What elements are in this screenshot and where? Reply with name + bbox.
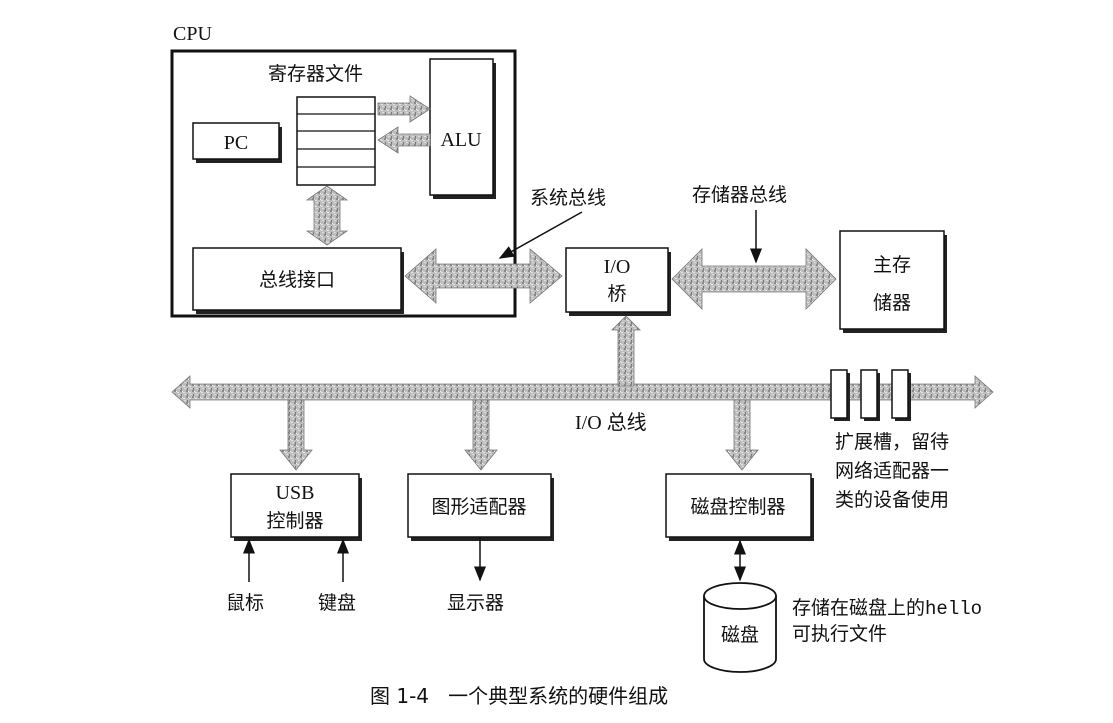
system-bus-pointer xyxy=(498,211,583,259)
pc-label: PC xyxy=(224,132,248,154)
main-memory-label-line1: 主存 xyxy=(873,254,911,276)
expansion-note-line3: 类的设备使用 xyxy=(835,489,949,511)
disk-controller: 磁盘控制器 xyxy=(665,473,814,541)
alu: ALU xyxy=(429,58,496,199)
display-label: 显示器 xyxy=(447,592,504,614)
alu-label: ALU xyxy=(440,129,482,151)
pc-register: PC xyxy=(192,122,282,163)
io-bus[interactable] xyxy=(171,375,994,409)
graphics-adapter-label: 图形适配器 xyxy=(431,496,526,518)
system-bus[interactable] xyxy=(404,248,563,304)
io-bus-to-usb-arrow xyxy=(279,399,313,471)
usb-controller: USB 控制器 xyxy=(230,473,362,541)
usb-controller-label-line1: USB xyxy=(276,482,315,504)
disk-label: 磁盘 xyxy=(721,624,759,646)
regfile-bus-interface-arrow xyxy=(305,185,349,246)
graphics-adapter: 图形适配器 xyxy=(407,473,554,541)
expansion-note-line2: 网络适配器一 xyxy=(835,460,949,482)
memory-bus[interactable] xyxy=(671,248,837,310)
main-memory-label-line2: 储器 xyxy=(873,292,911,314)
disk-note-code: hello xyxy=(925,598,982,620)
io-bus-to-disk-controller-arrow xyxy=(725,399,759,471)
expansion-note-line1: 扩展槽，留待 xyxy=(835,431,949,453)
register-file xyxy=(296,96,376,186)
keyboard-label: 键盘 xyxy=(318,592,356,614)
disk-note-line1: 存储在磁盘上的hello xyxy=(792,597,982,620)
main-memory: 主存 储器 xyxy=(839,230,947,333)
expansion-slots xyxy=(830,369,911,421)
disk-controller-label: 磁盘控制器 xyxy=(690,496,785,518)
usb-controller-label-line2: 控制器 xyxy=(266,510,323,532)
register-file-label: 寄存器文件 xyxy=(268,63,363,85)
regfile-to-alu-arrow xyxy=(377,95,431,123)
mouse-label: 鼠标 xyxy=(226,592,264,614)
disk-icon: 磁盘 xyxy=(703,582,777,673)
io-bridge: I/O 桥 xyxy=(565,247,671,316)
disk-note-line2: 可执行文件 xyxy=(792,623,887,645)
bus-interface: 总线接口 xyxy=(192,247,404,314)
io-bus-to-graphics-arrow xyxy=(464,399,498,471)
io-bus-label: I/O 总线 xyxy=(575,411,647,434)
memory-bus-label: 存储器总线 xyxy=(692,184,787,206)
system-bus-label: 系统总线 xyxy=(530,187,606,209)
io-bridge-to-io-bus-arrow xyxy=(611,315,641,387)
io-bridge-label-line2: 桥 xyxy=(607,283,626,305)
figure-caption: 图 1-4 一个典型系统的硬件组成 xyxy=(370,684,668,708)
cpu-chip xyxy=(170,49,517,318)
bus-interface-label: 总线接口 xyxy=(259,269,335,291)
disk-note-prefix: 存储在磁盘上的 xyxy=(792,597,925,619)
io-bridge-label-line1: I/O xyxy=(604,256,631,278)
cpu-label: CPU xyxy=(173,23,212,45)
alu-to-regfile-arrow xyxy=(377,126,431,154)
